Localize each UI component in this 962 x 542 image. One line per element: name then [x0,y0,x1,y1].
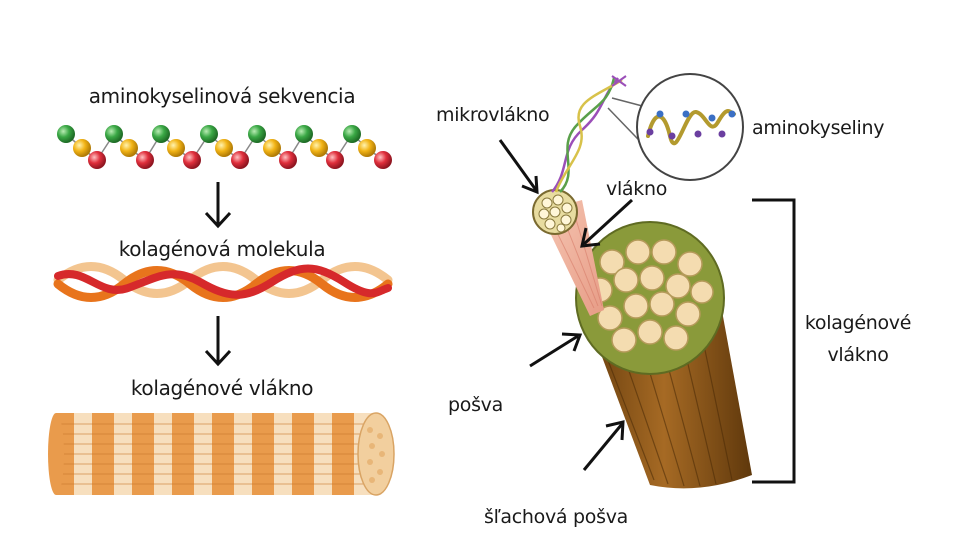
arrow-tendon-sheath [582,423,624,471]
collagen-fiber-cylinder [48,412,395,496]
label-collagen-molecule: kolagénová molekula [118,237,326,261]
down-arrow-2 [204,316,232,367]
label-amino-acids: aminokyseliny [752,117,885,139]
label-fibril: vlákno [606,178,668,200]
arrow-fibril [582,198,634,246]
fascicles [587,239,714,353]
arrow-microfibril [498,139,538,191]
label-collagen-fiber-line1: kolagénové [804,312,912,334]
tendon-illustration [532,73,752,489]
arrow-sheath [529,334,579,368]
label-collagen-fiber: kolagénové vlákno [130,376,314,400]
collagen-triple-helix [53,262,393,302]
label-tendon-sheath: šľachová pošva [484,506,628,528]
label-microfibril: mikrovlákno [436,104,550,126]
amino-acid-zoom-bubble [636,73,744,181]
label-arrows [498,139,634,471]
label-collagen-fiber-line2: vlákno [827,344,889,366]
label-sheath: pošva [448,394,503,416]
down-arrow-1 [204,182,232,229]
amino-acid-chain [57,125,392,169]
label-amino-acid-sequence: aminokyselinová sekvencia [88,84,356,108]
fiber-bracket [752,198,796,484]
